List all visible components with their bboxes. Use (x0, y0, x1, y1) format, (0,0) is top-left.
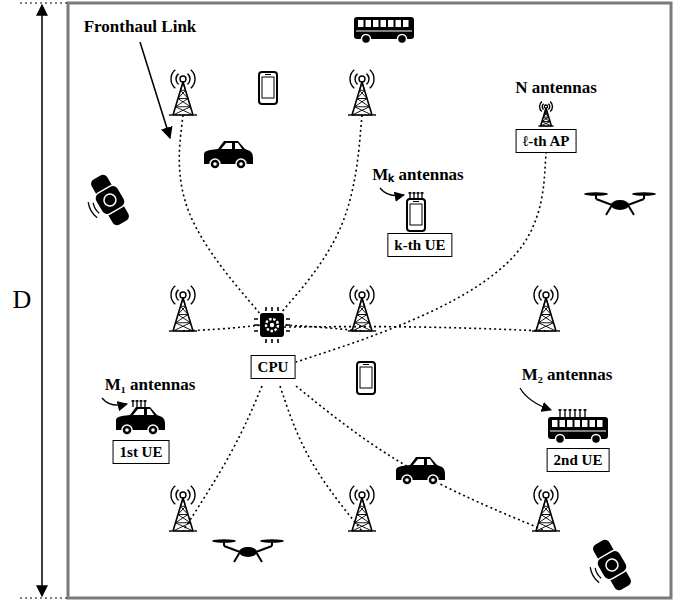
ue-antenna (132, 400, 147, 407)
ap-tower (532, 486, 560, 531)
node-text: k-th UE (394, 237, 445, 253)
antenna-label: N antennas (515, 78, 597, 98)
ue-label-box: 2nd UE (547, 448, 610, 472)
watch-icon (580, 536, 636, 598)
antenna-label: M₂ antennas (522, 365, 613, 385)
ap-tower (169, 286, 197, 331)
fronthaul-link (296, 386, 546, 531)
fronthaul-link (183, 325, 261, 331)
ap-tower (348, 486, 376, 531)
fronthaul-link (183, 386, 262, 531)
car-icon (396, 457, 445, 485)
ap-label-box: ℓ-th AP (516, 129, 577, 153)
cpu-chip (254, 307, 290, 343)
node-text: ℓ-th AP (523, 133, 570, 149)
fronthaul-link (179, 115, 262, 316)
antenna-label: M₁ antennas (105, 375, 196, 395)
watch-icon (78, 171, 134, 233)
icons (78, 17, 656, 598)
fronthaul-link (295, 153, 546, 362)
ap-tower (538, 102, 553, 126)
cpu-box: CPU (251, 355, 296, 379)
car-icon (116, 407, 165, 435)
node-text: CPU (258, 359, 289, 375)
dimension-extension (20, 597, 68, 598)
ue-label-box: 1st UE (113, 440, 170, 464)
ue-antenna (559, 409, 587, 417)
phone-icon (357, 362, 375, 394)
dimension-extension (20, 2, 68, 3)
antenna-pointer (380, 188, 404, 196)
node-text: 2nd UE (554, 452, 603, 468)
node-text: 1st UE (120, 444, 163, 460)
area-border (68, 3, 671, 598)
phone-icon (407, 199, 425, 231)
dimension-label: D (13, 285, 32, 315)
ap-tower (532, 286, 560, 331)
antenna-pointer (520, 388, 551, 410)
ap-tower (348, 286, 376, 331)
phone-icon (259, 72, 277, 104)
dimension-line (41, 5, 43, 596)
bus-icon (354, 17, 414, 44)
ap-tower (348, 70, 376, 115)
antenna-pointer (102, 398, 127, 405)
ap-tower (169, 486, 197, 531)
ue-label-box: k-th UE (387, 233, 452, 257)
link-label: Fronthaul Link (84, 17, 197, 37)
leader-arrow (140, 42, 170, 138)
ap-tower (169, 70, 197, 115)
drone-icon (584, 192, 656, 215)
fronthaul-link (284, 327, 546, 331)
antenna-label: Mₖ antennas (372, 165, 463, 185)
ue-antenna (409, 192, 424, 199)
drone-icon (212, 539, 284, 562)
bus-icon (548, 417, 608, 444)
car-icon (204, 141, 253, 169)
fronthaul-link (280, 115, 362, 314)
fronthaul-link (280, 386, 362, 531)
